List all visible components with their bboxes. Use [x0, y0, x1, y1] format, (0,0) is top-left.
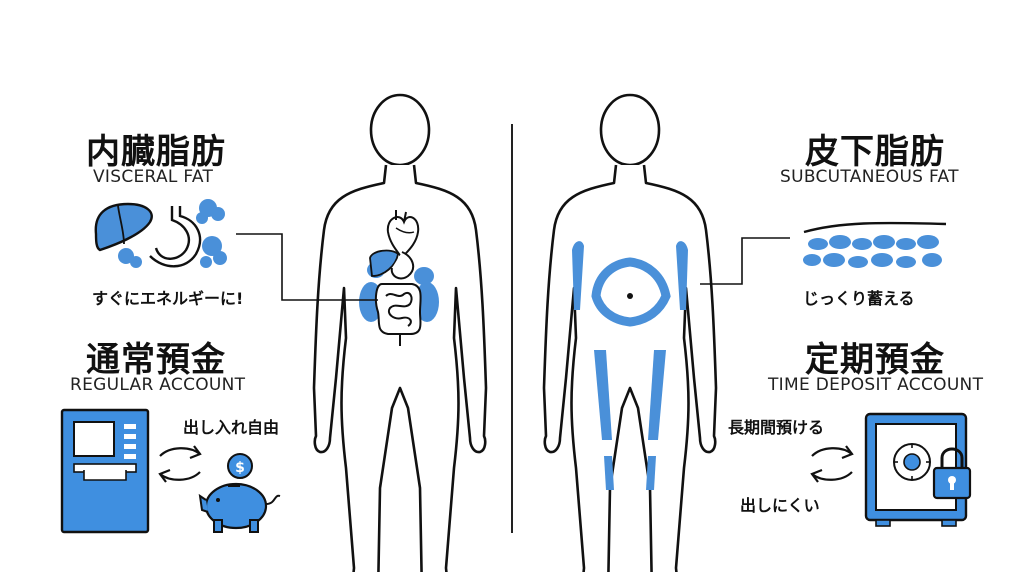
piggy-bank-icon — [198, 482, 281, 533]
time-deposit-title: 定期預金 — [805, 340, 945, 380]
regular-account-note: 出し入れ自由 — [183, 418, 280, 437]
stomach-icon — [154, 206, 191, 260]
stomach-icon — [390, 251, 415, 280]
navel — [627, 293, 633, 299]
atm-icon — [60, 408, 150, 534]
liver-icon — [94, 202, 153, 252]
right-body — [542, 93, 718, 572]
coin-icon: $ — [227, 453, 253, 479]
subcutaneous-fat-subtitle: SUBCUTANEOUS FAT — [780, 167, 959, 187]
fat-blob-icon — [118, 199, 227, 268]
regular-account-title: 通常預金 — [86, 340, 226, 380]
exchange-arrows-icon — [810, 445, 854, 483]
time-deposit-note-top: 長期間預ける — [728, 418, 825, 437]
heart-icon — [386, 210, 420, 260]
regular-account-subtitle: REGULAR ACCOUNT — [70, 375, 246, 395]
liver-icon — [369, 249, 399, 277]
subcutaneous-connector — [700, 237, 790, 285]
visceral-connector — [236, 233, 378, 301]
subcutaneous-fat-caption: じっくり蓄える — [803, 289, 915, 308]
padlock-icon — [932, 447, 972, 500]
exchange-arrows-icon — [158, 445, 202, 483]
visceral-fat-title: 内臓脂肪 — [86, 132, 226, 172]
time-deposit-note-bottom: 出しにくい — [740, 496, 820, 515]
visceral-fat-caption: すぐにエネルギーに! — [92, 289, 244, 308]
time-deposit-subtitle: TIME DEPOSIT ACCOUNT — [768, 375, 984, 395]
subcutaneous-fat-title: 皮下脂肪 — [805, 132, 945, 172]
intestine-icon — [374, 283, 422, 346]
svg-text:$: $ — [235, 460, 245, 476]
visceral-fat-subtitle: VISCERAL FAT — [93, 167, 214, 187]
fat-layer-icon — [803, 221, 947, 268]
subcutaneous-fat-highlights — [572, 241, 688, 490]
